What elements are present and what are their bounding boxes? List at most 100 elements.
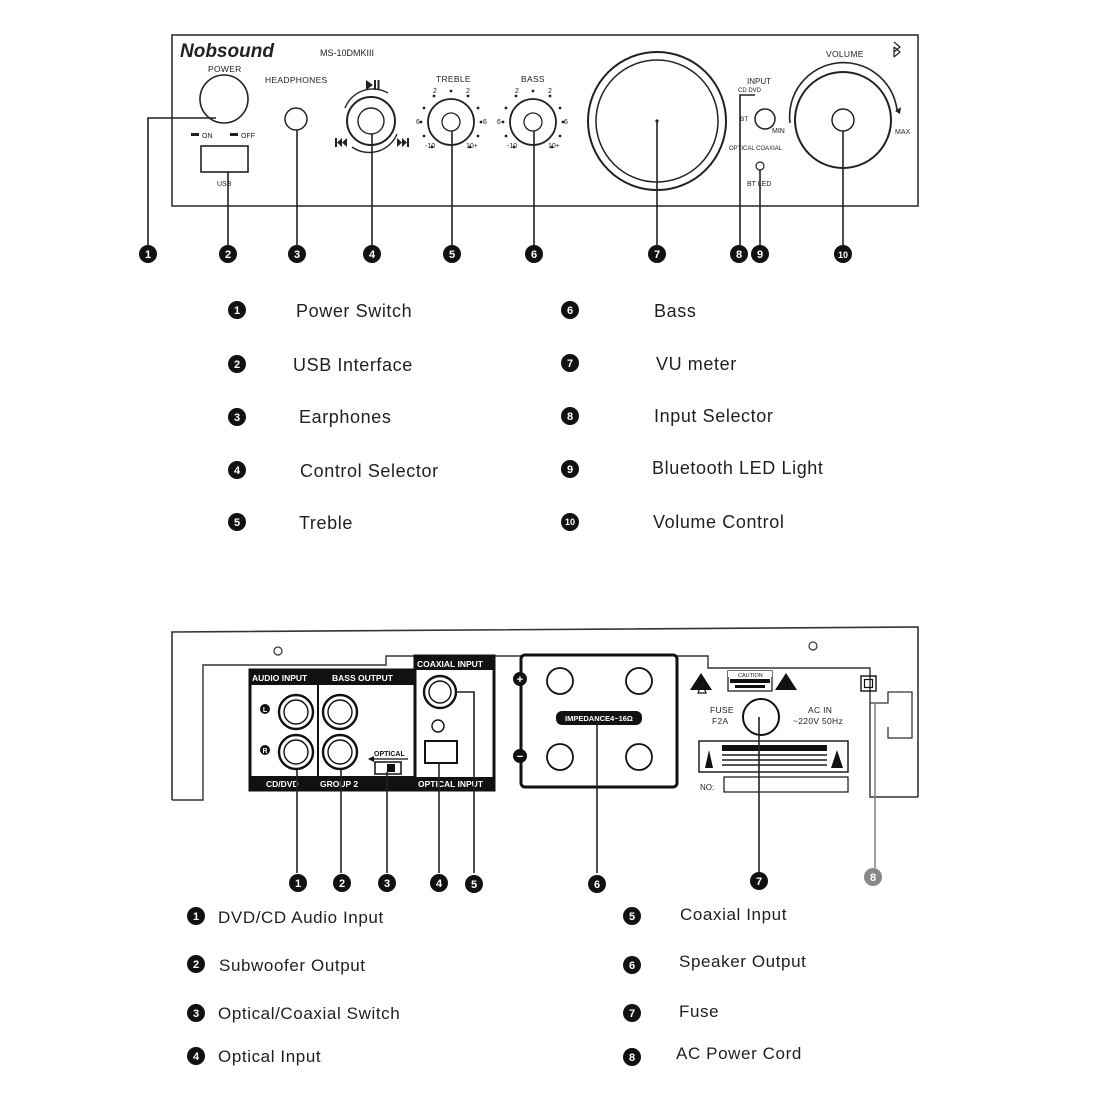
screw-hole	[808, 641, 818, 651]
on-label: ON	[202, 133, 213, 140]
front-leader-lines	[147, 94, 844, 245]
volume-knob[interactable]	[788, 61, 901, 169]
svg-text:Fuse: Fuse	[679, 1002, 719, 1021]
cd-dvd-label: CD DVD	[738, 88, 762, 94]
rear-leader-lines	[296, 691, 876, 873]
optical-coaxial-switch[interactable]: OPTICAL COAXIAL	[368, 751, 410, 791]
svg-text:4: 4	[234, 465, 241, 477]
rear-legend-item-3: 3 Optical/Coaxial Switch	[187, 1004, 400, 1023]
warning-sticker	[698, 740, 849, 773]
caution-label-sticker: CAUTION	[690, 670, 797, 694]
front-callout-1: 1	[139, 245, 157, 263]
digital-input-block	[413, 654, 496, 792]
svg-text:Control Selector: Control Selector	[300, 461, 439, 481]
rear-chassis-outline	[171, 626, 919, 800]
svg-text:6: 6	[531, 249, 537, 261]
control-selector[interactable]	[344, 88, 398, 154]
headphones-label: HEADPHONES	[265, 75, 328, 85]
svg-text:2: 2	[225, 249, 231, 261]
play-pause-icon	[366, 80, 380, 90]
bass-scale-6-right: 6	[564, 119, 568, 126]
volume-label: VOLUME	[826, 49, 864, 59]
power-switch[interactable]	[199, 74, 249, 124]
rear-callout-1: 1	[289, 874, 307, 892]
rear-callout-8: 8	[864, 868, 882, 886]
speaker-terminal[interactable]	[625, 743, 653, 771]
speaker-terminal[interactable]	[625, 667, 653, 695]
svg-text:Coaxial Input: Coaxial Input	[680, 905, 787, 924]
headphones-jack[interactable]	[284, 107, 308, 131]
front-callout-8: 8	[730, 245, 748, 263]
svg-text:5: 5	[449, 249, 455, 261]
bass-knob[interactable]	[509, 98, 557, 146]
svg-text:2: 2	[339, 878, 345, 890]
svg-text:Optical/Coaxial Switch: Optical/Coaxial Switch	[218, 1004, 400, 1023]
bass-scale: 2 2 6 6 -10 10+	[497, 88, 568, 150]
off-label: OFF	[241, 133, 255, 140]
svg-text:4: 4	[369, 249, 376, 261]
treble-scale-max: 10+	[466, 143, 478, 150]
svg-text:Input Selector: Input Selector	[654, 406, 773, 426]
coaxial-input-label: COAXIAL INPUT	[417, 659, 484, 669]
minus-icon: −	[513, 749, 527, 763]
fuse-label: FUSE	[710, 705, 734, 715]
treble-knob[interactable]	[427, 98, 475, 146]
bt-led	[755, 161, 765, 171]
front-callout-7: 7	[648, 245, 666, 263]
front-callout-3: 3	[288, 245, 306, 263]
svg-text:Volume Control: Volume Control	[653, 512, 784, 532]
front-legend-item-10: 10 Volume Control	[561, 512, 784, 532]
front-callout-5: 5	[443, 245, 461, 263]
coaxial-input-jack[interactable]	[422, 674, 458, 710]
svg-text:L: L	[263, 707, 268, 714]
indicator-hole	[431, 719, 445, 733]
audio-input-label: AUDIO INPUT	[252, 673, 308, 683]
svg-text:5: 5	[629, 911, 635, 923]
fuse-holder[interactable]	[742, 698, 780, 736]
svg-text:AC Power Cord: AC Power Cord	[676, 1044, 802, 1063]
impedance-badge	[556, 711, 642, 725]
front-callouts: 1 2 3 4 5 6 7 8 9 10	[139, 245, 852, 263]
bass-output-jack-2[interactable]	[321, 733, 359, 771]
input-selector-knob[interactable]	[754, 108, 776, 130]
rear-callout-4: 4	[430, 874, 448, 892]
audio-input-right-jack[interactable]	[277, 733, 315, 771]
usb-port[interactable]	[200, 145, 249, 173]
svg-text:4: 4	[436, 878, 443, 890]
optical-input-port[interactable]	[424, 740, 458, 764]
front-panel: Nobsound MS-10DMKIII POWER ON OFF USB HE…	[139, 34, 919, 263]
plus-icon: +	[513, 672, 527, 686]
rear-callout-6: 6	[588, 875, 606, 893]
svg-text:−: −	[517, 751, 523, 763]
svg-text:10: 10	[565, 517, 575, 527]
front-callout-6: 6	[525, 245, 543, 263]
double-insulation-icon	[860, 675, 877, 692]
svg-text:USB Interface: USB Interface	[293, 355, 413, 375]
svg-text:3: 3	[193, 1008, 199, 1020]
front-callout-10: 10	[834, 245, 852, 263]
svg-text:Subwoofer Output: Subwoofer Output	[219, 956, 366, 975]
speaker-terminal[interactable]	[546, 667, 574, 695]
svg-text:Speaker Output: Speaker Output	[679, 952, 806, 971]
bt-led-label: BT LED	[747, 181, 771, 188]
serial-no-label: NO:	[700, 783, 714, 792]
svg-text:2: 2	[234, 359, 240, 371]
usb-label: USB	[217, 181, 232, 188]
fuse-rating: F2A	[712, 716, 729, 726]
front-legend-item-2: 2 USB Interface	[228, 355, 413, 375]
svg-text:7: 7	[567, 358, 573, 370]
svg-text:3: 3	[294, 249, 300, 261]
brand-logo: Nobsound	[180, 41, 274, 62]
speaker-terminal[interactable]	[546, 743, 574, 771]
bass-output-jack-1[interactable]	[321, 693, 359, 731]
svg-text:+: +	[517, 674, 523, 686]
on-off-legend: ON OFF	[191, 133, 255, 140]
audio-input-left-jack[interactable]	[277, 693, 315, 731]
